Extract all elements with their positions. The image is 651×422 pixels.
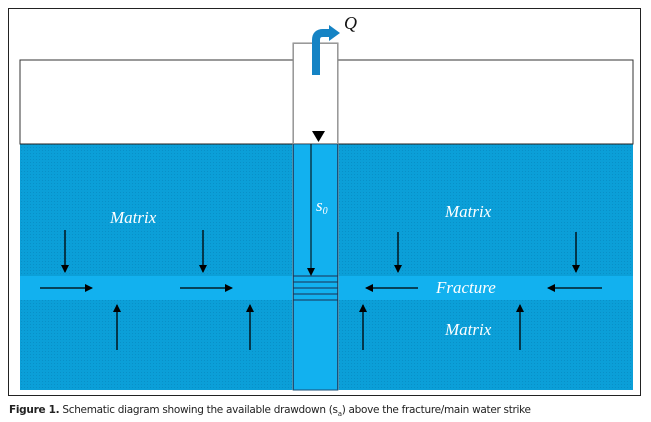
caption-subscript: a [337,410,342,419]
flow-arrows [40,230,602,350]
figure-caption: Figure 1. Schematic diagram showing the … [9,404,531,418]
discharge-pipe-icon [312,29,330,75]
well-screen [293,275,338,301]
fracture-label: Fracture [435,278,496,297]
discharge-label: Q [344,13,357,33]
well-water [293,143,338,391]
water-level-triangle-icon [312,131,325,142]
caption-label: Figure 1. [9,404,60,416]
schematic-diagram: Q s0 Matrix Matrix Fracture Matrix [19,13,634,391]
matrix-label-upper-right: Matrix [444,202,492,221]
drawdown-label: s0 [316,196,328,217]
caption-text-end: ) above the fracture/main water strike [341,404,531,416]
caption-text: Schematic diagram showing the available … [59,404,338,416]
figure-frame [8,8,641,396]
matrix-label-upper-left: Matrix [109,208,157,227]
matrix-label-lower: Matrix [444,320,492,339]
